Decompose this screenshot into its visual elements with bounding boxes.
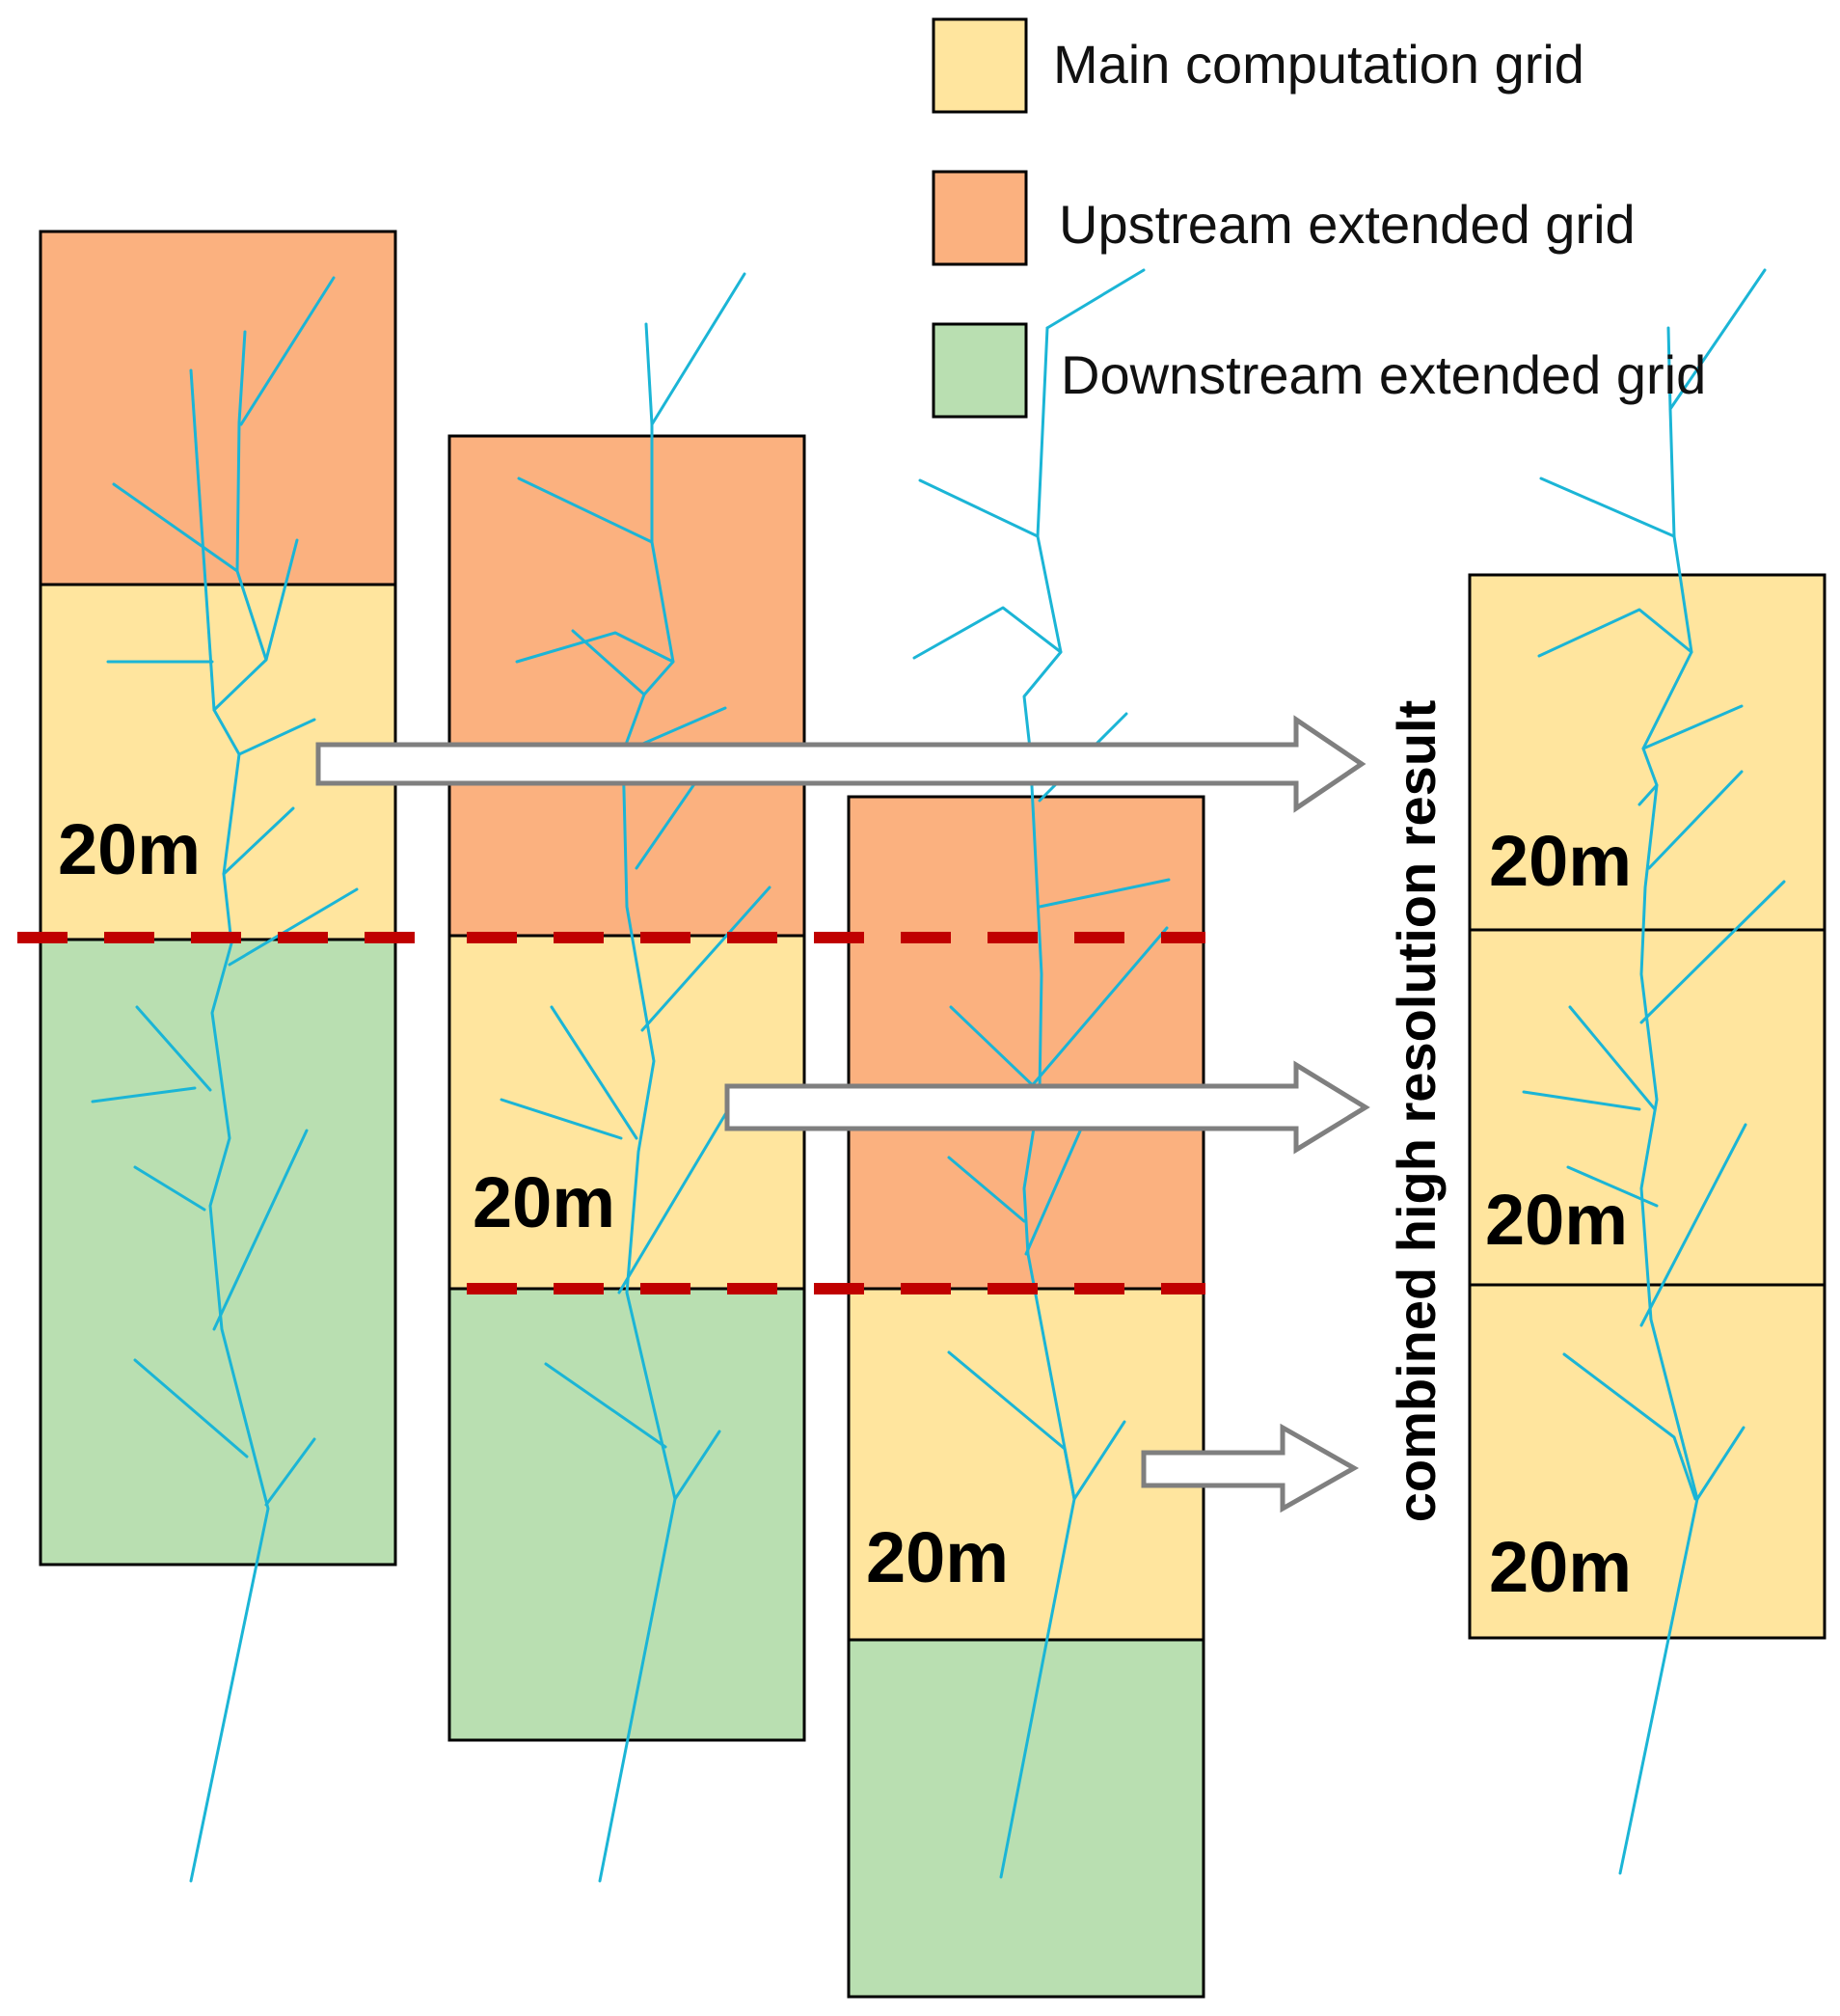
downstream-cell: [447, 1287, 806, 1742]
river-network-2: [500, 272, 771, 1883]
river-network-1: [91, 276, 359, 1883]
legend-label-main: Main computation grid: [1053, 34, 1584, 95]
cell-labels: 20m 20m 20m 20m 20m 20m: [58, 809, 1632, 1607]
river-network-4: [1522, 268, 1786, 1875]
downstream-cell: [847, 1638, 1205, 1999]
cell-label-col1: 20m: [58, 809, 201, 889]
legend-label-upstream: Upstream extended grid: [1059, 194, 1636, 255]
arrow-2: [724, 1060, 1370, 1155]
dashed-boundaries: [17, 932, 1205, 1294]
cell-label-col2: 20m: [473, 1162, 615, 1242]
cell-label-combined-3: 20m: [1489, 1527, 1632, 1607]
cell-label-combined-1: 20m: [1489, 821, 1632, 901]
cell-label-combined-2: 20m: [1485, 1180, 1628, 1260]
column-3: [847, 795, 1205, 1999]
legend-label-downstream: Downstream extended grid: [1061, 344, 1706, 405]
arrow-3: [1141, 1423, 1360, 1513]
combined-column: [1468, 573, 1826, 1640]
combined-cell-3: [1468, 1283, 1826, 1640]
legend-swatch-downstream: [932, 322, 1028, 419]
legend-swatch-main: [932, 17, 1028, 114]
cell-label-col3: 20m: [866, 1517, 1009, 1597]
arrow-1: [315, 715, 1366, 813]
legend: Main computation grid Upstream extended …: [932, 17, 1706, 419]
legend-swatch-upstream: [932, 170, 1028, 266]
combined-cell-2: [1468, 928, 1826, 1287]
upstream-cell: [39, 230, 397, 586]
column-2: [447, 434, 806, 1742]
downstream-cell: [39, 938, 397, 1566]
arrows: [315, 715, 1370, 1513]
combined-result-label: combined high resolution result: [1386, 700, 1447, 1523]
